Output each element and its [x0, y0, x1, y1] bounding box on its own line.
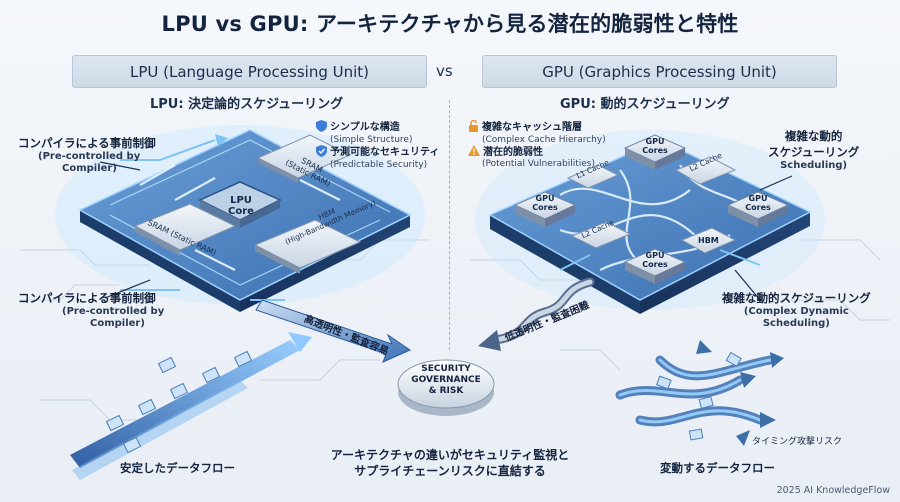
warning-icon: [468, 145, 480, 159]
lpu-compiler-bottom-label: コンパイラによる事前制御 (Pre-controlled by Compiler…: [18, 291, 165, 329]
gpu-sched-top-label: 複雑な動的 スケジューリング Scheduling): [768, 129, 860, 171]
unlock-icon: [468, 119, 479, 135]
shield-icon: [316, 119, 327, 135]
circuit-traces-left: [20, 239, 430, 421]
gpu-chip: [475, 130, 825, 314]
lpu-feature-predictable: 予測可能なセキュリティ (Predictable Security): [316, 143, 439, 170]
lpu-dataflow-label: 安定したデータフロー: [120, 461, 235, 475]
vs-label: vs: [436, 62, 453, 80]
gpu-sched-bottom-label: 複雑な動的スケジューリング (Complex Dynamic Schedulin…: [722, 291, 871, 329]
callout-lines: [99, 161, 793, 301]
lpu-dataflow-belt: [70, 332, 312, 480]
gpu-dataflow-label: 変動するデータフロー: [660, 461, 775, 475]
gpu-transparency-arrow: [478, 277, 595, 351]
credit: 2025 AI KnowledgeFlow: [776, 485, 890, 496]
page-title: LPU vs GPU: アーキテクチャから見る潜在的脆弱性と特性: [161, 12, 739, 36]
lpu-banner: LPU (Language Processing Unit): [72, 55, 427, 88]
footer-caption: アーキテクチャの違いがセキュリティ監視と サプライチェーンリスクに直結する: [330, 448, 570, 478]
shield-check-icon: [316, 144, 327, 160]
lpu-feature-simple: シンプルな構造 (Simple Structure): [316, 118, 412, 145]
gpu-feature-cache: 複雑なキャッシュ階層 (Complex Cache Hierarchy): [468, 118, 606, 145]
gpu-banner: GPU (Graphics Processing Unit): [482, 55, 837, 88]
gpu-feature-vulnerable: 潜在的脆弱性 (Potential Vulnerabilities): [468, 143, 595, 169]
circuit-traces-right: [470, 239, 890, 371]
timing-attack-label: タイミング攻撃リスク: [752, 437, 843, 447]
security-disc: [397, 359, 495, 416]
lpu-transparency-arrow: [255, 299, 412, 363]
gpu-dataflow-streams: [615, 340, 784, 446]
gpu-hbm-label: HBM: [698, 236, 719, 245]
lpu-chip: [55, 125, 425, 312]
lpu-core-label: LPU Core: [228, 195, 254, 217]
center-divider: [449, 100, 450, 350]
lpu-subhead: LPU: 決定論的スケジューリング: [150, 97, 344, 112]
security-governance-label: SECURITY GOVERNANCE & RISK: [411, 364, 481, 396]
lpu-compiler-top-label: コンパイラによる事前制御 (Pre-controlled by Compiler…: [18, 136, 156, 174]
gpu-subhead: GPU: 動的スケジューリング: [560, 97, 730, 112]
